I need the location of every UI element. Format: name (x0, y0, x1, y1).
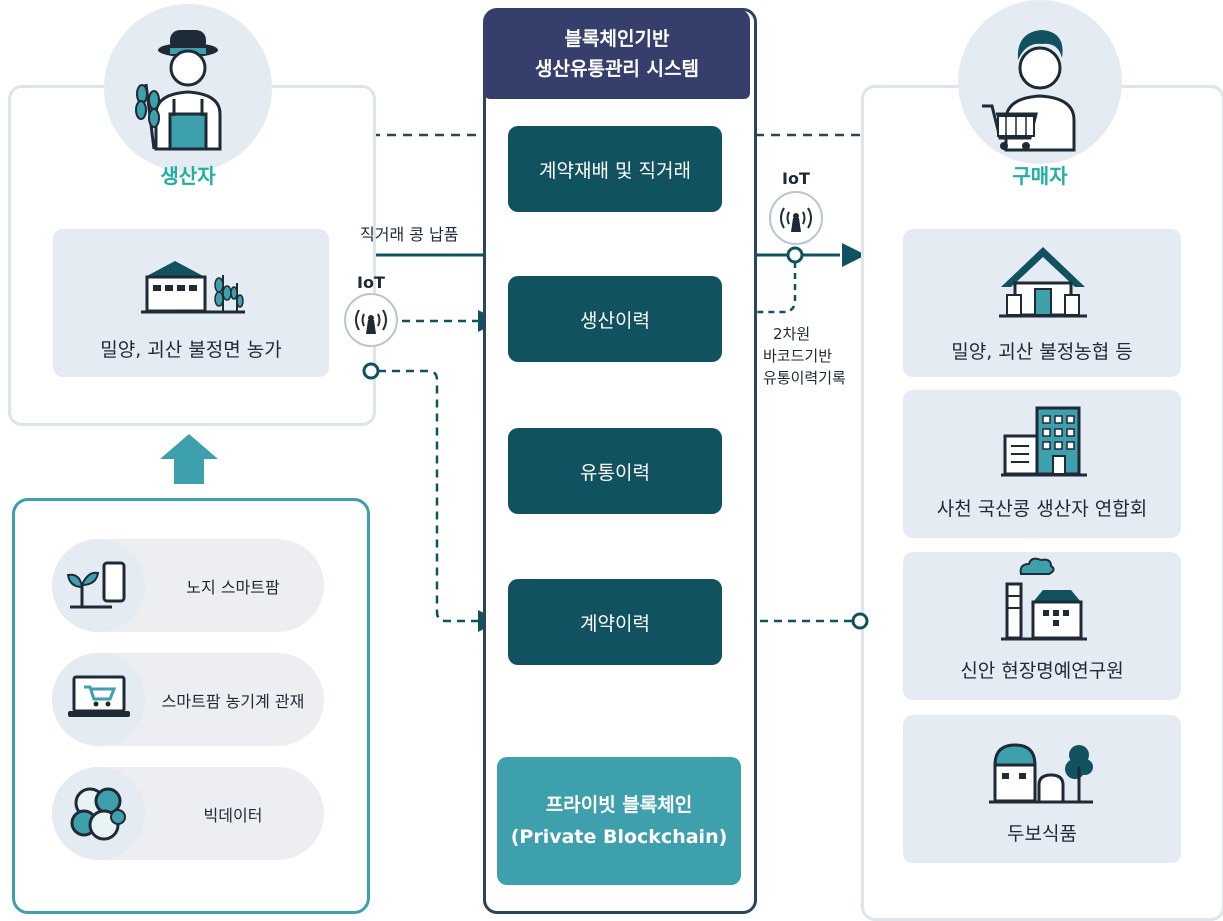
module-contract-history: 계약이력 (508, 579, 722, 665)
tech-icon-bg (52, 767, 145, 860)
bigdata-bubbles-icon (70, 787, 126, 841)
farm-to-contract-path (378, 369, 478, 623)
private-blockchain-box: 프라이빗 블록체인 (Private Blockchain) (497, 757, 741, 885)
iot-label-right: IoT (782, 169, 810, 188)
system-title-line1: 블록체인기반 (564, 28, 670, 50)
buyer-item-label: 밀양, 괴산 불정농협 등 (951, 341, 1133, 363)
buyer-item-label: 두보식품 (1007, 823, 1077, 845)
buyer-title: 구매자 (1012, 164, 1068, 188)
module-contract-farming: 계약재배 및 직거래 (508, 126, 722, 212)
iot-sensor-left (344, 293, 398, 380)
tech-item-smartfarm: 노지 스마트팜 (52, 539, 324, 632)
module-production-history: 생산이력 (508, 276, 722, 362)
farmer-avatar (104, 4, 272, 172)
buyer-avatar (958, 0, 1122, 164)
buyer-item-institute: 신안 현장명예연구원 (903, 552, 1181, 700)
tech-label: 스마트팜 농기계 관재 (161, 691, 305, 711)
buyer-item-label: 신안 현장명예연구원 (960, 660, 1124, 682)
buyer-item-food-company: 두보식품 (903, 715, 1181, 863)
farm-icon (141, 261, 245, 314)
buyer-connector-node (851, 612, 869, 630)
barcode-line1: 2차원 (773, 325, 811, 343)
tech-item-bigdata: 빅데이터 (52, 767, 324, 860)
iot-label-left: IoT (357, 273, 385, 292)
house-icon (999, 247, 1087, 318)
food-plant-icon (989, 743, 1093, 804)
buyer-icon (982, 30, 1076, 152)
buyer-item-coop: 밀양, 괴산 불정농협 등 (903, 229, 1181, 377)
blockchain-label-line1: 프라이빗 블록체인 (545, 794, 693, 816)
buyer-item-label: 사천 국산콩 생산자 연합회 (936, 498, 1148, 520)
farmer-icon (135, 30, 222, 151)
iot-sensor-right (769, 191, 823, 264)
tech-icon-bg (52, 653, 145, 746)
barcode-label: 2차원 바코드기반 유통이력기록 (763, 323, 846, 389)
tech-icon-bg (52, 539, 145, 632)
direct-delivery-label: 직거래 콩 납품 (360, 225, 459, 244)
system-header: 블록체인기반 생산유통관리 시스템 (484, 9, 750, 99)
system-title-line2: 생산유통관리 시스템 (535, 58, 699, 80)
tech-label: 노지 스마트팜 (186, 577, 280, 597)
farm-label: 밀양, 괴산 불정면 농가 (100, 339, 282, 361)
laptop-cart-icon (68, 675, 130, 717)
plant-phone-icon (66, 561, 126, 609)
barcode-line3: 유통이력기록 (763, 369, 846, 387)
farm-box: 밀양, 괴산 불정면 농가 (53, 229, 329, 377)
buyer-item-association: 사천 국산콩 생산자 연합회 (903, 390, 1181, 538)
barcode-to-production-path (752, 262, 797, 314)
up-arrow-icon (160, 434, 218, 484)
barcode-line2: 바코드기반 (763, 347, 833, 365)
tech-label: 빅데이터 (203, 805, 263, 825)
module-distribution-history: 유통이력 (508, 428, 722, 514)
producer-title: 생산자 (160, 164, 216, 188)
factory-icon (1001, 557, 1087, 641)
blockchain-label-line2: (Private Blockchain) (510, 826, 728, 848)
tech-item-machinery: 스마트팜 농기계 관재 (52, 653, 324, 746)
building-icon (1001, 406, 1087, 477)
